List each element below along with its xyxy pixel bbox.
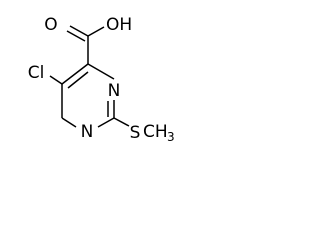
bond-c-o-double-inner bbox=[66, 30, 86, 42]
chlorine-label: Cl bbox=[28, 63, 45, 83]
bond-n1-c6 bbox=[61, 117, 77, 128]
methyl-subscript: 3 bbox=[167, 130, 175, 144]
bond-c5-c4-inner bbox=[67, 71, 89, 89]
bond-c5-cl bbox=[49, 75, 63, 85]
bond-c5-c4 bbox=[61, 63, 89, 85]
bond-c4-n3 bbox=[87, 63, 115, 80]
bond-c2-n1 bbox=[97, 117, 115, 128]
bond-c-oh bbox=[87, 26, 105, 37]
nitrogen-3-label: N bbox=[108, 81, 121, 101]
sulfur-label: S bbox=[130, 123, 141, 143]
bond-c-o-double bbox=[69, 25, 89, 37]
bond-c2-s bbox=[113, 117, 130, 127]
carbonyl-oxygen-label: O bbox=[44, 15, 57, 35]
nitrogen-1-label: N bbox=[81, 122, 94, 142]
chemical-structure: O OH N N Cl S CH 3 bbox=[28, 15, 175, 144]
hydroxyl-label: OH bbox=[106, 15, 132, 35]
methyl-label: CH bbox=[143, 122, 168, 142]
